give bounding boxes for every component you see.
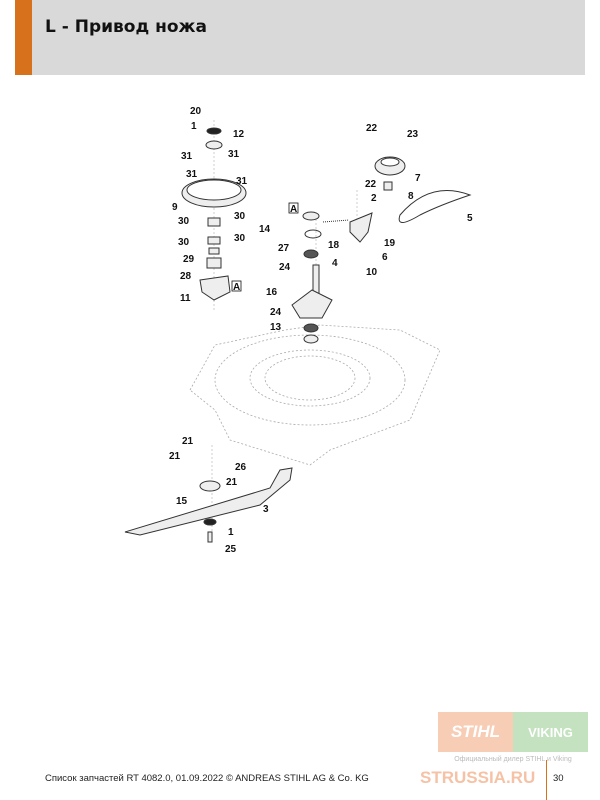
dealer-site: STRUSSIA.RU	[420, 768, 536, 787]
callout: 21	[182, 436, 194, 447]
viking-logo: VIKING	[513, 712, 588, 752]
callout: 30	[234, 233, 246, 244]
callout: 27	[278, 243, 290, 254]
footer-text: Список запчастей RT 4082.0, 01.09.2022 ©…	[45, 773, 369, 784]
callout: 31	[181, 151, 193, 162]
callout: 4	[332, 258, 338, 269]
callout: 18	[328, 240, 340, 251]
callout: 30	[234, 211, 246, 222]
header-band	[15, 0, 585, 75]
callout: 5	[467, 213, 473, 224]
callout: 1	[191, 121, 197, 132]
ref-box	[288, 202, 299, 214]
callout: 10	[366, 267, 378, 278]
page-divider	[546, 760, 547, 800]
callout: 22	[366, 123, 378, 134]
accent-bar	[15, 0, 32, 75]
callout: 31	[186, 169, 198, 180]
callout: 25	[225, 544, 237, 555]
callout: 23	[407, 129, 419, 140]
callout: 24	[279, 262, 291, 273]
callout: 8	[408, 191, 414, 202]
stihl-logo: STIHL	[438, 712, 513, 752]
callout: 11	[180, 293, 191, 304]
callout: 30	[178, 216, 190, 227]
callout: 7	[415, 173, 421, 184]
dealer-logo: STIHL VIKING	[438, 712, 588, 752]
callout: 29	[183, 254, 195, 265]
callout: 19	[384, 238, 396, 249]
callout: 2	[371, 193, 377, 204]
callout: 1	[228, 527, 234, 538]
callout: 3	[263, 504, 269, 515]
callout-labels: 20 1 12 31 31 31 31 9 30 30 30 30 29 28 …	[169, 106, 473, 555]
callout-ref-a: A	[290, 204, 297, 215]
callout: 31	[228, 149, 240, 160]
callout: 22	[365, 179, 377, 190]
callout: 14	[259, 224, 271, 235]
dealer-subtitle: Официальный дилер STIHL и Viking	[454, 756, 572, 763]
callout: 21	[226, 477, 238, 488]
callout: 15	[176, 496, 188, 507]
callout: 13	[270, 322, 282, 333]
callout-ref-a: A	[233, 282, 240, 293]
callout: 31	[236, 176, 248, 187]
callout: 21	[169, 451, 181, 462]
callout: 12	[233, 129, 245, 140]
page-title: L - Привод ножа	[45, 17, 207, 37]
callout: 20	[190, 106, 202, 117]
callout: 24	[270, 307, 282, 318]
callout: 16	[266, 287, 278, 298]
callout: 6	[382, 252, 388, 263]
callout: 26	[235, 462, 247, 473]
mower-deck	[189, 324, 441, 466]
callout: 30	[178, 237, 190, 248]
callout: 28	[180, 271, 192, 282]
parts	[124, 127, 472, 543]
ref-box	[231, 280, 242, 292]
callout: 9	[172, 202, 178, 213]
page-number: 30	[553, 773, 564, 784]
